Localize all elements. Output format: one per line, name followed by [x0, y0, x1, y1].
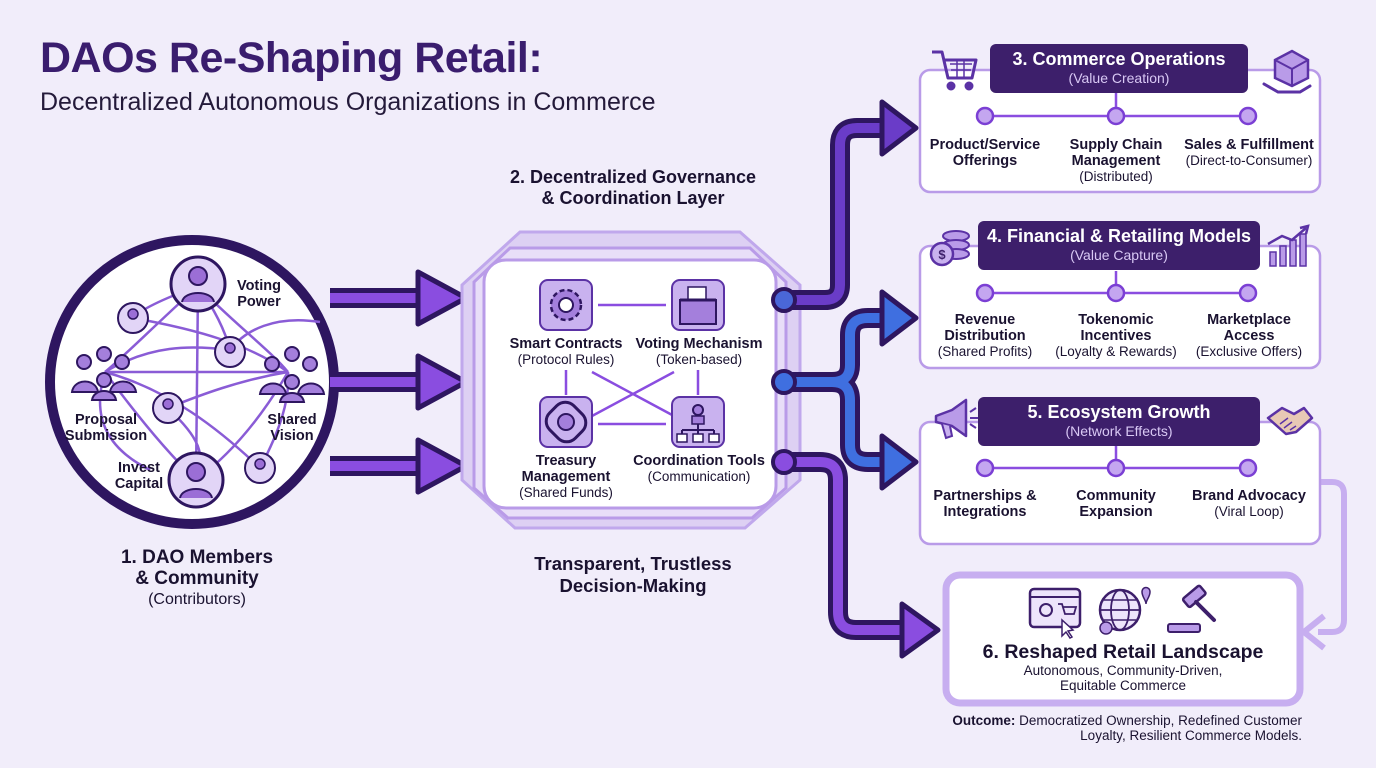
- gavel-icon: [1167, 584, 1216, 633]
- commerce-item-2-sub: (Distributed): [1079, 169, 1153, 184]
- globe-location-icon: [1098, 586, 1151, 635]
- ecosystem-subtitle: (Network Effects): [1065, 423, 1173, 439]
- org-chart-icon: [671, 396, 725, 448]
- voting-power-person-icon: [169, 255, 227, 313]
- financial-item-2-sub: (Loyalty & Rewards): [1055, 344, 1177, 359]
- svg-text:$: $: [938, 247, 946, 262]
- commerce-item-2-title: Supply Chain Management: [1069, 137, 1163, 169]
- voting-mechanism-label: Voting Mechanism: [635, 336, 763, 352]
- ecosystem-header: 5. Ecosystem Growth (Network Effects): [978, 397, 1260, 446]
- megaphone-icon: [934, 398, 978, 440]
- commerce-item-3-sub: (Direct-to-Consumer): [1185, 153, 1313, 168]
- members-subtitle: (Contributors): [148, 591, 246, 608]
- commerce-timeline: [975, 93, 1258, 126]
- ecosystem-item-1-title: Partnerships & Integrations: [933, 488, 1037, 520]
- commerce-header: 3. Commerce Operations (Value Creation): [990, 44, 1248, 93]
- ecosystem-item-2-title: Community Expansion: [1076, 488, 1156, 520]
- landscape-title: 6. Reshaped Retail Landscape: [982, 641, 1264, 663]
- financial-title: 4. Financial & Retailing Models: [986, 226, 1252, 246]
- smart-contracts-sub: (Protocol Rules): [517, 352, 615, 367]
- handshake-icon: [1266, 406, 1314, 436]
- voting-mechanism-sub: (Token-based): [655, 352, 743, 367]
- ecosystem-item-3-title: Brand Advocacy: [1192, 488, 1306, 504]
- members-title: 1. DAO Members & Community: [120, 547, 274, 589]
- governance-to-financial-ecosystem-arrows: [771, 289, 919, 491]
- financial-item-1-sub: (Shared Profits): [937, 344, 1033, 359]
- member-avatar-heads: [127, 308, 266, 470]
- outcome-note: Outcome: Democratized Ownership, Redefin…: [946, 713, 1302, 743]
- financial-timeline: [975, 271, 1258, 303]
- smart-contracts-label: Smart Contracts: [509, 336, 623, 352]
- group-people-icon-left: [70, 346, 138, 401]
- member-avatar-icon: [117, 302, 276, 484]
- governance-caption: Transparent, Trustless Decision-Making: [534, 553, 732, 596]
- financial-item-1-title: Revenue Distribution: [944, 312, 1026, 344]
- treasury-chain-icon: [539, 396, 593, 448]
- financial-item-2-title: Tokenomic Incentives: [1078, 312, 1154, 344]
- coordination-tools-sub: (Communication): [647, 469, 751, 484]
- ecommerce-screen-icon: [1028, 587, 1082, 639]
- subtitle: Decentralized Autonomous Organizations i…: [40, 88, 656, 116]
- group-people-icon-right: [258, 346, 326, 403]
- financial-item-3-title: Marketplace Access: [1207, 312, 1291, 344]
- invest-capital-label: Invest Capital: [114, 460, 164, 492]
- commerce-item-1-title: Product/Service Offerings: [929, 137, 1041, 169]
- ballot-box-icon: [671, 279, 725, 331]
- package-hand-icon: [1262, 49, 1312, 94]
- proposal-submission-label: Proposal Submission: [64, 412, 148, 444]
- ecosystem-item-3-sub: (Viral Loop): [1214, 504, 1284, 519]
- shared-vision-label: Shared Vision: [267, 412, 317, 444]
- governance-title: 2. Decentralized Governance & Coordinati…: [509, 167, 757, 208]
- commerce-title: 3. Commerce Operations: [1012, 49, 1226, 69]
- ecosystem-title: 5. Ecosystem Growth: [1027, 402, 1211, 422]
- coordination-tools-label: Coordination Tools: [633, 453, 765, 469]
- financial-header: 4. Financial & Retailing Models (Value C…: [978, 221, 1260, 270]
- growth-chart-icon: [1267, 224, 1310, 267]
- gear-icon: [539, 279, 593, 331]
- ecosystem-timeline: [975, 446, 1258, 478]
- landscape-subtitle: Autonomous, Community-Driven, Equitable …: [1023, 663, 1223, 693]
- commerce-subtitle: (Value Creation): [1068, 70, 1170, 86]
- voting-power-label: Voting Power: [236, 278, 282, 310]
- governance-to-landscape-arrow: [771, 449, 941, 659]
- outcome-text: Democratized Ownership, Redefined Custom…: [1019, 713, 1302, 743]
- financial-item-3-sub: (Exclusive Offers): [1195, 344, 1303, 359]
- treasury-label: Treasury Management: [521, 453, 611, 485]
- coins-icon: $: [929, 230, 970, 267]
- commerce-item-3-title: Sales & Fulfillment: [1184, 137, 1314, 153]
- treasury-sub: (Shared Funds): [519, 485, 613, 500]
- governance-to-commerce-arrow: [771, 99, 919, 313]
- ecosystem-feedback-arrow: [1301, 479, 1347, 651]
- shopping-cart-icon: [932, 50, 978, 91]
- member-to-governance-arrows: [330, 269, 469, 495]
- main-title: DAOs Re-Shaping Retail:: [40, 34, 543, 82]
- investor-person-icon: [167, 451, 225, 509]
- governance-links: [564, 303, 700, 426]
- outcome-label: Outcome:: [952, 713, 1016, 728]
- financial-subtitle: (Value Capture): [1070, 247, 1168, 263]
